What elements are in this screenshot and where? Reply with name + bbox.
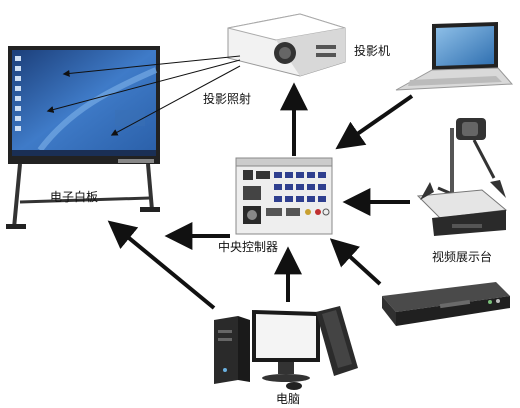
label-whiteboard: 电子白板 [50,190,99,204]
laptop-icon [395,22,514,91]
label-controller: 中央控制器 [218,240,279,254]
label-computer: 电脑 [276,392,301,406]
arrow-laptop-to-controller [335,94,414,150]
visualizer-icon [416,118,508,236]
projection-beam-upper [62,55,241,77]
arrow-dvd-to-controller [329,238,382,286]
whiteboard-icon [6,46,160,229]
label-projection: 投影照射 [203,92,252,106]
arrow-computer-to-whiteboard [107,220,216,310]
projection-beam-middle [46,59,241,113]
dvd-player-icon [382,282,510,326]
projection-beam-lower [110,65,241,136]
controller-icon [235,157,333,235]
label-projector: 投影机 [354,44,391,58]
label-visualizer: 视频展示台 [432,250,493,264]
projector-icon [227,13,346,77]
computer-icon [214,306,358,390]
